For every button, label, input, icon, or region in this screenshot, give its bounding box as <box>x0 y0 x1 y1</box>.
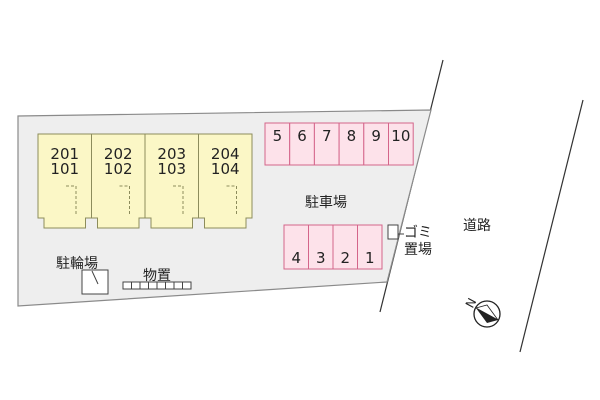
parking-space: 7 <box>313 122 340 166</box>
parking-space: 2 <box>332 224 358 270</box>
garbage-area-box <box>387 224 399 240</box>
bicycle-parking-mark <box>91 270 99 285</box>
unit-stair-mark <box>66 185 77 216</box>
parking-space-number: 6 <box>297 127 307 145</box>
parking-space: 9 <box>363 122 389 166</box>
unit-number-upper: 204 <box>211 145 240 163</box>
parking-space-number: 7 <box>322 127 332 145</box>
parking-space-outline <box>289 122 315 166</box>
north-arrow-icon: N <box>463 296 501 328</box>
parking-space: 1 <box>357 224 383 270</box>
parking-space-number: 8 <box>347 127 357 145</box>
parking-space-outline <box>332 224 358 270</box>
unit-number-upper: 201 <box>50 145 79 163</box>
unit-outline <box>198 133 253 229</box>
parking-space-number: 2 <box>340 249 350 267</box>
parking-space-outline <box>363 122 389 166</box>
parking-space: 10 <box>388 122 414 166</box>
storage-shed <box>122 281 192 290</box>
bicycle-parking-box <box>81 269 109 295</box>
parking-space-outline <box>308 224 334 270</box>
unit-number-lower: 102 <box>104 160 133 178</box>
parking-space-number: 3 <box>316 249 326 267</box>
parking-space-outline <box>264 122 291 166</box>
parking-space-number: 5 <box>273 127 283 145</box>
parking-space: 4 <box>283 224 309 270</box>
parking-space-number: 9 <box>371 127 381 145</box>
parking-space-outline <box>313 122 340 166</box>
parking-space-outline <box>283 224 309 270</box>
unit-number-upper: 202 <box>104 145 133 163</box>
road-edge-right <box>519 99 584 353</box>
unit-number-upper: 203 <box>157 145 186 163</box>
parking-space: 6 <box>289 122 315 166</box>
unit-number-lower: 101 <box>50 160 79 178</box>
unit-stair-mark <box>173 185 184 216</box>
parking-space-number: 4 <box>291 249 301 267</box>
parking-space-number: 10 <box>391 127 410 145</box>
unit-stair-mark <box>226 185 237 216</box>
parking-space-outline <box>357 224 383 270</box>
parking-space-number: 1 <box>365 249 375 267</box>
unit-number-lower: 104 <box>211 160 240 178</box>
parking-space: 8 <box>338 122 365 166</box>
unit-number-lower: 103 <box>157 160 186 178</box>
parking-space: 5 <box>264 122 291 166</box>
parking-space: 3 <box>308 224 334 270</box>
parking-space-outline <box>338 122 365 166</box>
parking-space-outline <box>388 122 414 166</box>
unit-stair-mark <box>119 185 130 216</box>
